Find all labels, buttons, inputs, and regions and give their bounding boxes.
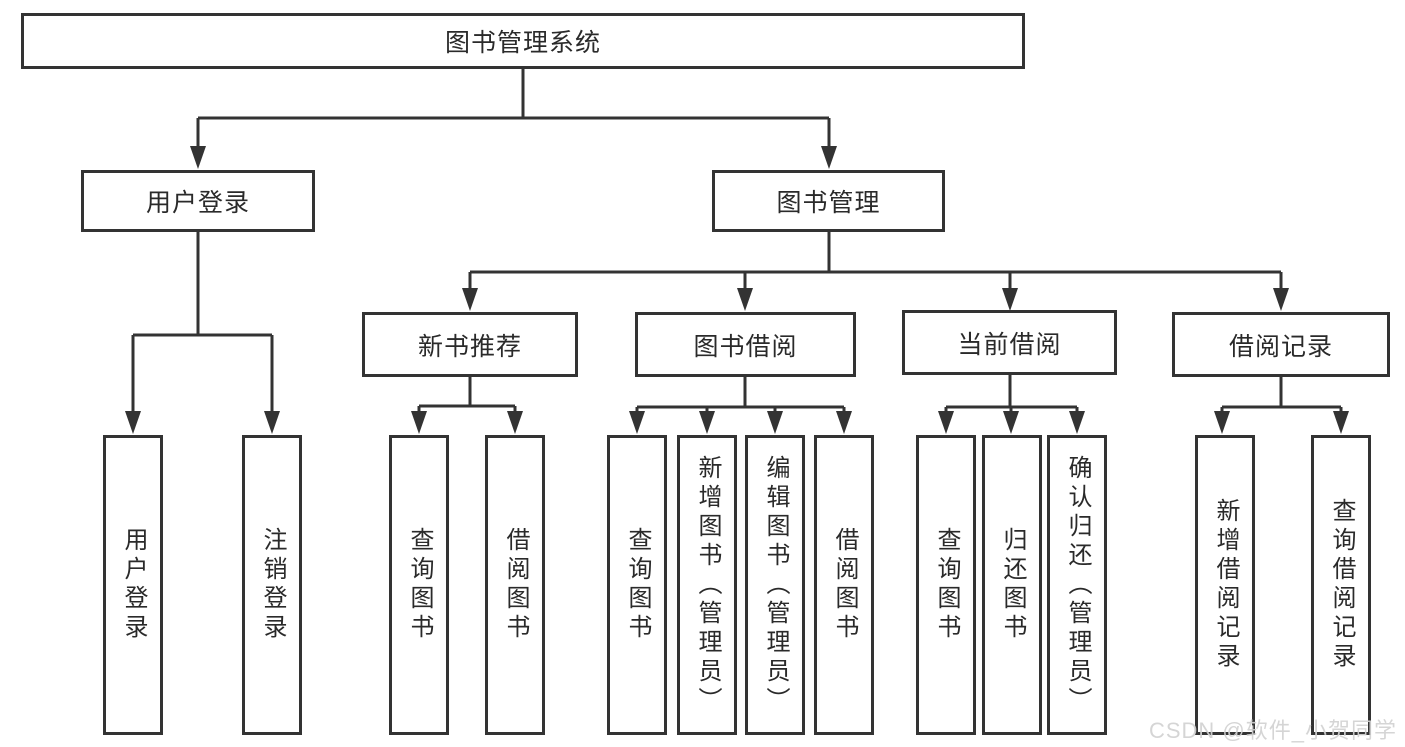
leaf-add-books-admin: 新增图书（管理员） [677, 435, 737, 735]
leaf-borrow-books-recommend: 借阅图书 [485, 435, 545, 735]
leaf-user-login: 用户登录 [103, 435, 163, 735]
node-root-system: 图书管理系统 [21, 13, 1025, 69]
connector-newbooks-to-leaves [417, 377, 517, 418]
node-book-management: 图书管理 [712, 170, 945, 232]
node-new-book-recommend: 新书推荐 [362, 312, 578, 377]
node-book-borrowing: 图书借阅 [635, 312, 856, 377]
csdn-watermark: CSDN @软件_小贺同学 [1148, 718, 1397, 743]
connector-userlogin-to-leaves [131, 232, 274, 418]
leaf-query-borrow-record: 查询借阅记录 [1311, 435, 1371, 735]
leaf-add-borrow-record: 新增借阅记录 [1195, 435, 1255, 735]
leaf-query-books-recommend: 查询图书 [389, 435, 449, 735]
leaf-return-books: 归还图书 [982, 435, 1042, 735]
connector-root-to-level2 [196, 69, 831, 152]
arrowhead-icons [125, 146, 1349, 434]
node-user-login: 用户登录 [81, 170, 315, 232]
leaf-confirm-return-admin: 确认归还（管理员） [1047, 435, 1107, 735]
connector-records-to-leaves [1220, 377, 1343, 418]
leaf-query-books-borrowing: 查询图书 [607, 435, 667, 735]
leaf-edit-books-admin: 编辑图书（管理员） [745, 435, 805, 735]
node-borrowing-records: 借阅记录 [1172, 312, 1390, 377]
leaf-borrow-books: 借阅图书 [814, 435, 874, 735]
leaf-logout: 注销登录 [242, 435, 302, 735]
leaf-query-books-current: 查询图书 [916, 435, 976, 735]
connector-bookmgmt-to-level3 [468, 232, 1283, 295]
connector-borrowing-to-leaves [635, 377, 846, 418]
node-current-borrowing: 当前借阅 [902, 310, 1117, 375]
